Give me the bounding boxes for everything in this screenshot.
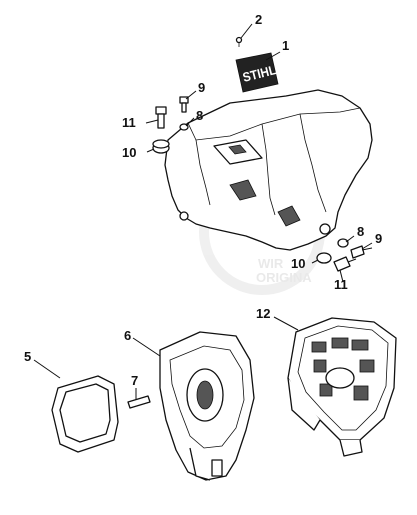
leader-lines xyxy=(33,23,373,400)
bolt-group-right xyxy=(316,238,373,272)
callout-8-right: 8 xyxy=(357,224,364,239)
watermark-line1: WIR xyxy=(258,256,284,271)
watermark-line2: ORIGINA xyxy=(256,270,312,285)
pin-part-2 xyxy=(235,36,243,47)
air-filter-part-12 xyxy=(287,317,397,457)
callout-5: 5 xyxy=(24,349,31,364)
screw-part-7 xyxy=(127,395,151,409)
callout-6: 6 xyxy=(124,328,131,343)
carburetor-box-part-6 xyxy=(159,331,255,481)
callout-1: 1 xyxy=(282,38,289,53)
callout-10-left: 10 xyxy=(122,145,136,160)
callout-10-right: 10 xyxy=(291,256,305,271)
callout-7: 7 xyxy=(131,373,138,388)
callout-9-right: 9 xyxy=(375,231,382,246)
callout-8-left: 8 xyxy=(196,108,203,123)
gasket-part-5 xyxy=(51,375,119,453)
top-shroud xyxy=(164,89,373,251)
callout-2: 2 xyxy=(255,12,262,27)
callout-11-left: 11 xyxy=(122,115,136,130)
callout-9-left: 9 xyxy=(198,80,205,95)
callout-12: 12 xyxy=(256,306,270,321)
bolt-group-left xyxy=(152,96,189,154)
callout-11-right: 11 xyxy=(334,277,348,292)
callout-labels: 1 2 9 8 11 10 8 9 10 11 12 6 5 7 xyxy=(24,12,382,388)
